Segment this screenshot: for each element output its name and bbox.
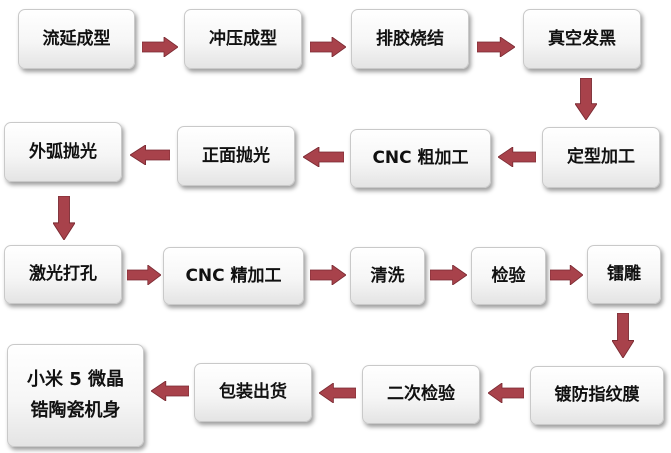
- step-anti-fingerprint-coating: 镀防指纹膜: [530, 366, 664, 425]
- arrow-down-icon: [612, 313, 634, 358]
- step-cleaning: 清洗: [350, 247, 425, 305]
- arrow-right-icon: [127, 265, 161, 285]
- step-final-product: 小米 5 微晶 锆陶瓷机身: [7, 344, 144, 447]
- step-second-inspection: 二次检验: [362, 365, 480, 424]
- arrow-down-icon: [575, 78, 597, 120]
- step-front-polish: 正面抛光: [177, 126, 295, 186]
- arrow-right-icon: [550, 265, 583, 285]
- step-cnc-rough: CNC 粗加工: [350, 129, 491, 188]
- step-cnc-finish: CNC 精加工: [163, 247, 304, 305]
- step-debinding-sintering: 排胶烧结: [351, 9, 469, 69]
- arrow-left-icon: [151, 381, 189, 401]
- step-vacuum-blackening: 真空发黑: [523, 9, 641, 69]
- arrow-down-icon: [53, 196, 75, 240]
- arrow-left-icon: [319, 383, 356, 403]
- arrow-left-icon: [303, 147, 344, 167]
- arrow-right-icon: [310, 265, 346, 285]
- arrow-left-icon: [130, 145, 170, 165]
- arrow-right-icon: [310, 37, 346, 57]
- step-packaging-shipping: 包装出货: [194, 363, 312, 422]
- arrow-left-icon: [498, 147, 536, 167]
- step-stamping: 冲压成型: [184, 9, 302, 69]
- arrow-right-icon: [142, 37, 178, 57]
- step-tape-casting: 流延成型: [18, 9, 135, 69]
- arrow-right-icon: [430, 265, 467, 285]
- step-laser-engraving: 镭雕: [587, 245, 661, 304]
- step-arc-polish: 外弧抛光: [4, 122, 122, 182]
- step-shaping: 定型加工: [542, 127, 660, 188]
- step-laser-drilling: 激光打孔: [4, 245, 122, 304]
- arrow-left-icon: [488, 383, 524, 403]
- step-inspection: 检验: [471, 247, 546, 305]
- arrow-right-icon: [477, 37, 515, 57]
